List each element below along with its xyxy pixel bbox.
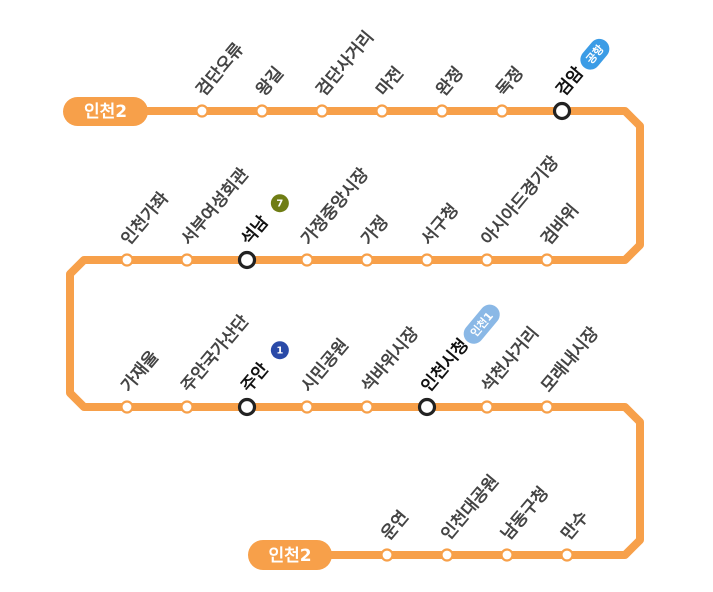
station-label: 검단오류 [193, 39, 249, 100]
terminal-end-label: 인천2 [268, 546, 311, 566]
station-label: 주안 [238, 359, 274, 396]
transfer-badge-text: 1 [276, 346, 283, 357]
station-label: 왕길 [253, 63, 288, 100]
station[interactable]: 가재울 [118, 347, 164, 414]
station-label: 석바위시장 [358, 323, 424, 396]
station-label: 인천가좌 [118, 188, 174, 249]
station-marker [300, 400, 314, 414]
station-marker [300, 253, 314, 267]
transfer-badge-pill [580, 38, 610, 70]
station-label: 남동구청 [497, 483, 553, 544]
station[interactable]: 석천사거리 [478, 323, 544, 414]
station[interactable]: 시민공원 [298, 335, 354, 414]
station-label: 모래내시장 [538, 323, 604, 396]
station-marker [180, 253, 194, 267]
terminal-start-label: 인천2 [84, 102, 127, 122]
transfer-badge: 1 [270, 341, 289, 360]
station-marker [495, 104, 509, 118]
station-label: 시민공원 [298, 335, 354, 396]
station-marker [360, 400, 374, 414]
line-track [66, 107, 644, 559]
transfer-badge-pill [463, 304, 500, 344]
station-marker [375, 104, 389, 118]
station-marker [380, 548, 394, 562]
transfer-badge-circle [270, 194, 289, 213]
station[interactable]: 인천대공원 [438, 471, 504, 562]
station-label: 석남 [238, 212, 274, 249]
station-marker [420, 253, 434, 267]
station-marker [255, 104, 269, 118]
station-label: 검단사거리 [313, 27, 379, 100]
station-label: 검암 [553, 63, 589, 100]
station[interactable]: 가정중앙시장 [298, 164, 374, 267]
station-marker [180, 400, 194, 414]
station-marker [500, 548, 514, 562]
transfer-badge: 인천1 [463, 304, 500, 344]
station-label: 가정 [358, 212, 393, 249]
transfer-badge-circle [270, 341, 289, 360]
station-marker [560, 548, 574, 562]
station-label: 석천사거리 [478, 323, 544, 396]
line-track-path [66, 107, 644, 559]
station-marker [195, 104, 209, 118]
station-label: 인천시청 [417, 335, 473, 396]
transfer-badge: 공항 [580, 38, 610, 70]
transfer-badge-text: 7 [276, 199, 283, 210]
station-label: 운연 [378, 507, 413, 544]
transfer-station-marker [552, 101, 572, 121]
station[interactable]: 서구청 [417, 200, 463, 267]
station-marker [440, 548, 454, 562]
station-label: 완정 [433, 63, 468, 100]
station-label: 독정 [493, 63, 528, 100]
station-marker [480, 253, 494, 267]
terminal-start-pill [63, 97, 148, 126]
station-marker [120, 253, 134, 267]
transfer-station-marker [417, 397, 437, 417]
station-label: 인천대공원 [438, 471, 504, 544]
station[interactable]: 주안국가산단 [178, 311, 254, 414]
station-label: 가재울 [118, 347, 164, 396]
transfer-station-marker [237, 250, 257, 270]
transfer-station-marker [237, 397, 257, 417]
station-marker [480, 400, 494, 414]
terminal-start[interactable]: 인천2 [63, 97, 148, 126]
station-label: 서구청 [417, 200, 463, 249]
station-marker [360, 253, 374, 267]
station[interactable]: 모래내시장 [538, 323, 604, 414]
station[interactable]: 서부여성회관 [178, 164, 254, 267]
terminal-end[interactable]: 인천2 [248, 540, 332, 570]
station-marker [435, 104, 449, 118]
terminal-end-pill [248, 540, 332, 570]
station-label: 검바위 [538, 200, 583, 249]
station[interactable]: 검단사거리 [313, 27, 379, 118]
station-marker [120, 400, 134, 414]
station[interactable]: 인천가좌 [118, 188, 174, 267]
station[interactable]: 검단오류 [193, 39, 249, 118]
station[interactable]: 석바위시장 [358, 323, 424, 414]
station[interactable]: 남동구청 [497, 483, 553, 562]
station-marker [315, 104, 329, 118]
station-marker [540, 400, 554, 414]
station-label: 마전 [373, 63, 408, 100]
transfer-badge: 7 [270, 194, 289, 213]
station[interactable]: 검바위 [538, 200, 583, 267]
station-marker [540, 253, 554, 267]
station-label: 만수 [558, 507, 594, 544]
